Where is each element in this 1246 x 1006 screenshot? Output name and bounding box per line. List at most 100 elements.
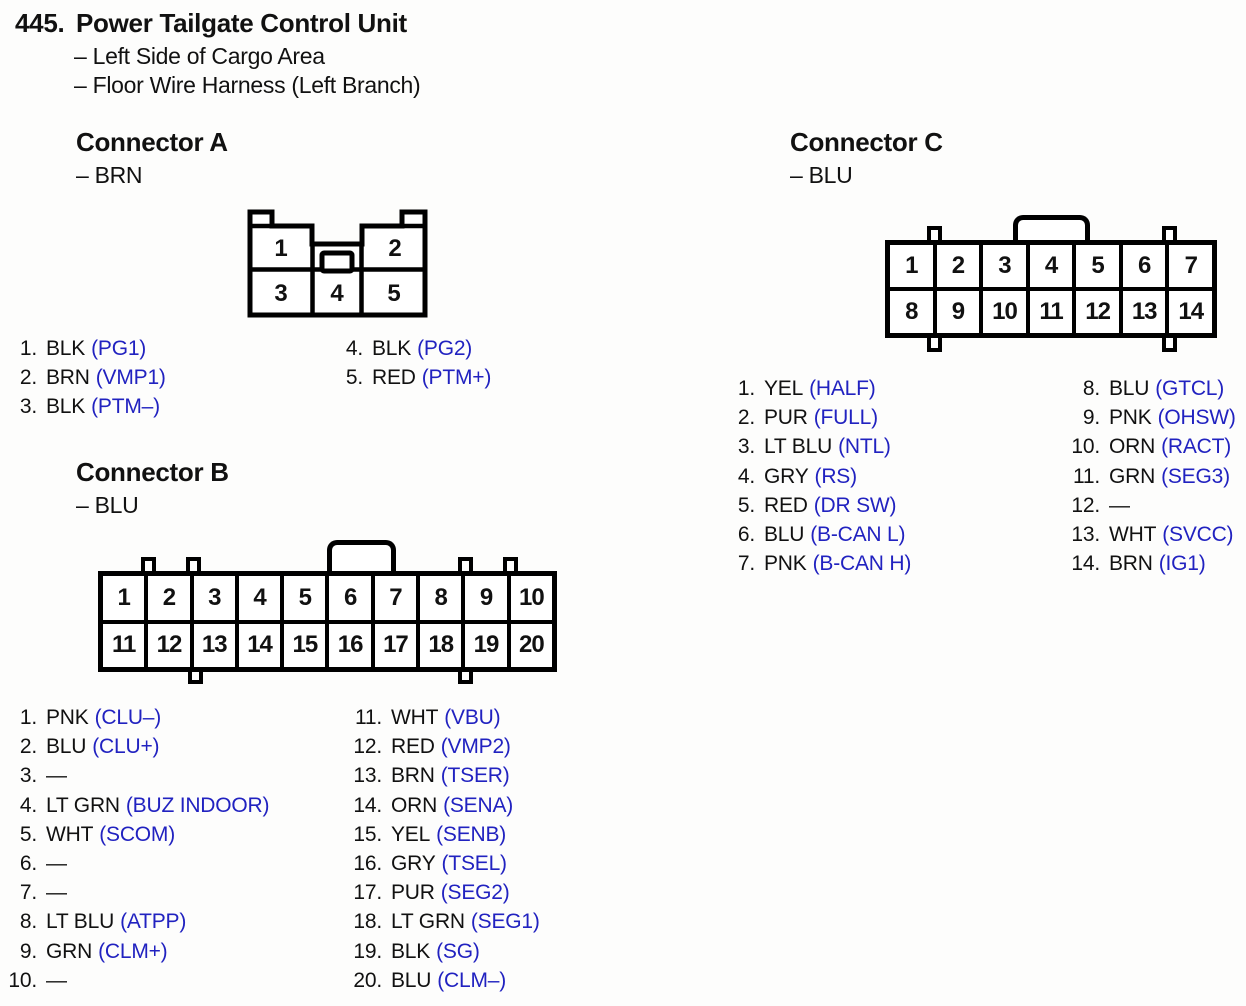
signal-name: (CLU–) [94,706,162,729]
connector-a-pin-list-col1: 1. BLK (PG1) 2. BRN (VMP1) 3. BLK (PTM–) [5,337,166,425]
wire-color: BLU [391,968,432,992]
signal-name: (PTM+) [421,366,492,390]
pin-row: 5. RED (DR SW) [723,494,911,523]
pin-cell: 8 [416,576,461,620]
pin-cell: 20 [506,623,552,667]
pin-number: 2. [19,735,37,759]
pin-cell: 7 [370,576,416,620]
wire-color: LT GRN [46,793,120,817]
mounting-tab [188,668,203,684]
wire-color: BRN [391,764,435,788]
pin-cell: 13 [189,623,235,667]
pin-row: 15. YEL (SENB) [350,823,540,852]
wire-color: ORN [1109,435,1156,459]
wire-color: GRN [46,939,93,963]
wire-color: GRN [1109,464,1156,488]
pin-row: 20. BLU (CLM–) [350,969,540,998]
signal-name: (SCOM) [99,822,176,846]
pin-number: 4. [345,337,363,360]
connector-a-diagram: 1 2 3 4 5 [247,209,428,318]
pin-cell: 3 [189,576,235,620]
wire-color: PNK [46,706,89,729]
signal-name: (GTCL) [1155,377,1225,400]
pin-row: 14. ORN (SENA) [350,794,540,823]
pin-row: 13. BRN (TSER) [350,764,540,793]
pin-row: 18. LT GRN (SEG1) [350,910,539,939]
wire-color: — [46,968,67,992]
connector-a-pin-list-col2: 4. BLK (PG2) 5. RED (PTM+) [331,337,491,395]
signal-name: (B-CAN H) [812,552,912,576]
signal-name: (FULL) [813,406,878,430]
pin-row: 5. RED (PTM+) [331,366,491,395]
wire-color: PUR [764,406,808,430]
wire-color: WHT [391,706,439,729]
location-line: – Floor Wire Harness (Left Branch) [74,71,421,98]
pin-number: 6. [19,851,37,875]
wire-color: LT BLU [764,435,833,459]
pin-cell: 12 [1072,291,1119,333]
pin-number: 1. [19,706,37,729]
pin-row: 4. GRY (RS) [723,465,911,494]
pin-number: 2. [737,406,755,430]
pin-row: 7. PNK (B-CAN H) [723,552,911,581]
signal-name: (HALF) [809,377,876,400]
signal-name: (RACT) [1161,435,1232,459]
connector-c-pin-list-col1: 1. YEL (HALF) 2. PUR (FULL) 3. LT BLU (N… [723,377,911,581]
pin-cell: 10 [979,291,1026,333]
pin-cell: 4 [234,576,280,620]
pin-number: 5. [345,366,363,390]
signal-name: (SENB) [436,822,507,846]
pin-cell: 9 [461,576,506,620]
pin-row: 13. WHT (SVCC) [1068,523,1236,552]
pin-row: 6. BLU (B-CAN L) [723,523,911,552]
pin-cell: 16 [325,623,370,667]
pin-row: 1. BLK (PG1) [5,337,166,366]
wire-color: BLU [46,735,87,759]
wire-color: YEL [391,822,431,846]
pin-number: 19. [353,939,382,963]
pin-number: 3. [737,435,755,459]
signal-name: (TSER) [440,764,510,788]
pin-cell: 8 [905,298,918,325]
signal-name: (SG) [436,939,480,963]
pin-cell: 6 [325,576,370,620]
pin-row: 3. BLK (PTM–) [5,395,166,424]
mounting-tab [458,668,473,684]
signal-name: (IG1) [1158,552,1206,576]
signal-name: (PG1) [91,337,147,360]
pin-cell: 5 [280,576,325,620]
pin-row: 19. BLK (SG) [350,940,540,969]
page-number: 445. [15,8,65,38]
pin-cell: 4 [1025,245,1073,287]
wire-color: PNK [1109,406,1152,430]
pin-number: 9. [19,939,37,963]
pin-row: 4. LT GRN (BUZ INDOOR) [5,793,270,823]
pin-cell: 2 [144,576,189,620]
wire-color: GRY [764,464,809,488]
pin-row: 10. — [5,969,269,998]
mounting-tab [1162,336,1177,352]
pin-number: 16. [353,851,382,875]
wire-color: BLK [372,337,412,360]
pin-cell: 3 [979,245,1026,287]
connector-c-pin-list-col2: 8. BLU (GTCL) 9. PNK (OHSW) 10. ORN (RAC… [1068,377,1236,581]
pin-row: 14. BRN (IG1) [1068,552,1236,581]
pin-row: 8. BLU (GTCL) [1068,377,1236,406]
pin-row: 6. — [5,852,269,881]
wire-color: BRN [1109,552,1153,576]
pin-cell: 5 [387,280,400,307]
pin-cell: 7 [1165,245,1212,287]
wire-color: RED [391,735,435,759]
pin-cell: 11 [111,631,136,659]
pin-row: 4. BLK (PG2) [331,337,491,366]
pin-cell: 1 [274,235,287,262]
pin-cell: 4 [330,280,344,307]
pin-row: 11. GRN (SEG3) [1068,465,1236,494]
signal-name: (PTM–) [91,395,160,419]
wire-color: RED [372,366,416,390]
signal-name: (NTL) [838,435,891,459]
